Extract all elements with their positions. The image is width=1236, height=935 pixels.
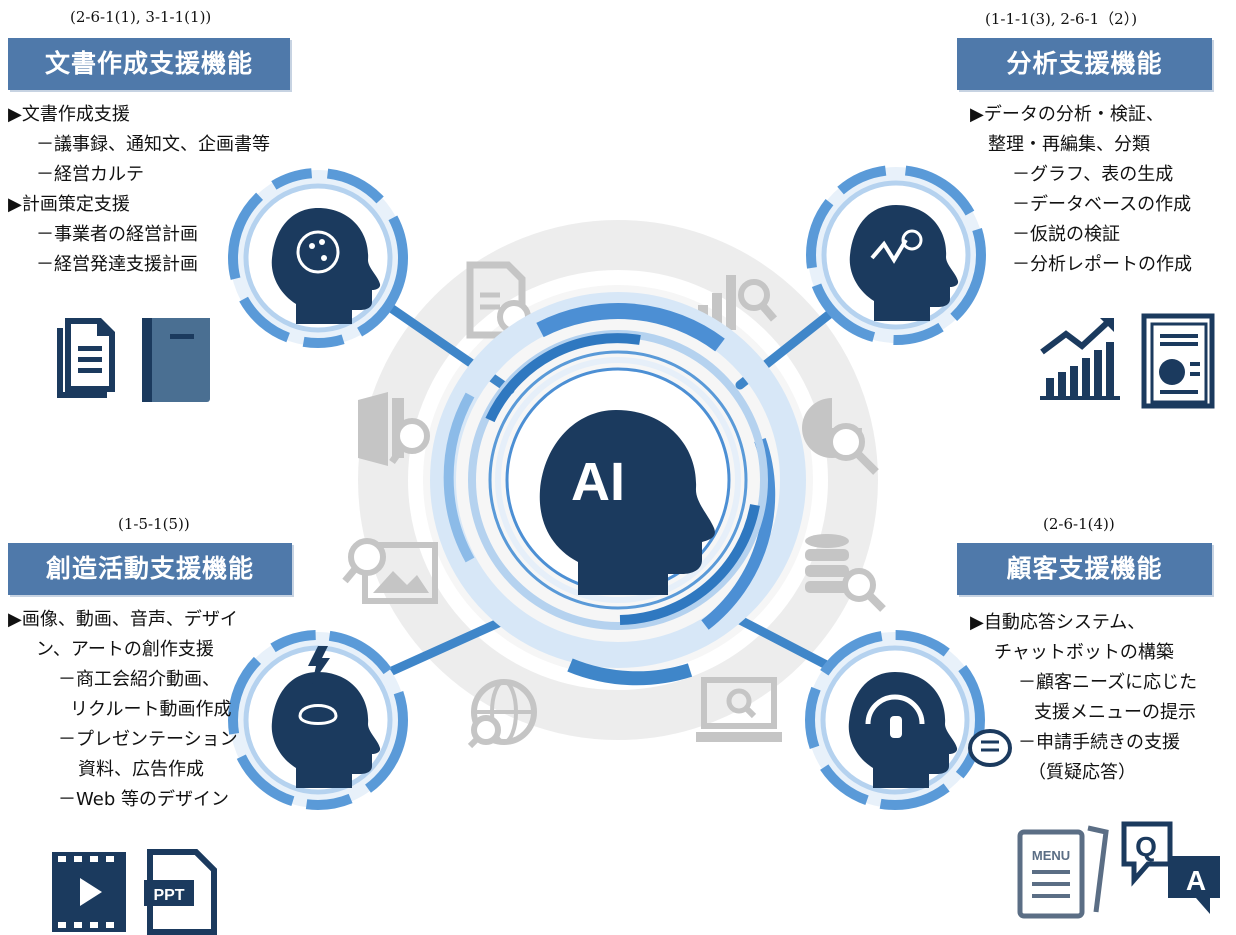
laptop-search-icon [696, 677, 782, 742]
desc-line: －経営カルテ [36, 164, 144, 185]
ref-customer: (2-6-1(4)) [1043, 515, 1115, 533]
file-search-icon [358, 392, 430, 466]
desc-line: －仮説の検証 [1012, 224, 1120, 245]
desc-line: －Web 等のデザイン [58, 789, 229, 810]
desc-line: －申請手続きの支援 [1018, 732, 1180, 753]
menu-label: MENU [1032, 848, 1070, 863]
center-ai-label: AI [571, 452, 625, 512]
desc-line: 資料、広告作成 [78, 759, 204, 780]
growth-chart-icon [1040, 318, 1120, 400]
function-circle-2 [806, 165, 986, 345]
desc-line: －データベースの作成 [1012, 194, 1192, 215]
function-circle-1 [228, 168, 408, 348]
desc-line: －分析レポートの作成 [1012, 254, 1192, 275]
qa-a-label: A [1186, 865, 1206, 896]
desc-line: －プレゼンテーション [58, 729, 238, 750]
title-customer: 顧客支援機能 [957, 543, 1212, 595]
desc-line: ▶データの分析・検証、 [970, 104, 1164, 125]
thinking-head-icon [271, 208, 381, 324]
ref-analysis: (1-1-1(3), 2-6-1（2）) [985, 10, 1138, 28]
desc-line: 支援メニューの提示 [1034, 702, 1196, 723]
title-analysis: 分析支援機能 [957, 38, 1212, 90]
desc-line: （質疑応答） [1028, 762, 1136, 783]
ref-creative: (1-5-1(5)) [118, 515, 190, 533]
database-search-icon [805, 534, 886, 612]
function-circle-3 [228, 630, 408, 810]
desc-document-creation: ▶文書作成支援 －議事録、通知文、企画書等 －経営カルテ ▶計画策定支援 －事業… [8, 100, 270, 280]
desc-line: －経営発達支援計画 [36, 254, 198, 275]
desc-line: －グラフ、表の生成 [1012, 164, 1174, 185]
headset-icon [865, 694, 925, 725]
ppt-label: PPT [153, 887, 184, 904]
desc-line: －商工会紹介動画、 [58, 669, 220, 690]
desc-customer: ▶自動応答システム、 チャットボットの構築 －顧客ニーズに応じた 支援メニューの… [970, 608, 1197, 788]
qa-q-label: Q [1135, 831, 1157, 862]
desc-line: 整理・再編集、分類 [988, 134, 1150, 155]
creative-head-icon [271, 672, 381, 788]
menu-icon: MENU [1017, 825, 1109, 919]
desc-line: －事業者の経営計画 [36, 224, 198, 245]
function-circle-4 [805, 630, 1012, 810]
title-creative: 創造活動支援機能 [8, 543, 292, 595]
desc-line: リクルート動画作成 [70, 699, 232, 720]
globe-search-icon [467, 679, 537, 749]
desc-line: ン、アートの創作支援 [36, 639, 214, 660]
ai-head-icon [539, 410, 715, 595]
desc-line: －議事録、通知文、企画書等 [36, 134, 270, 155]
ppt-file-icon: PPT [144, 849, 217, 935]
video-icon [52, 852, 126, 932]
desc-line: チャットボットの構築 [994, 642, 1174, 663]
desc-line: ▶自動応答システム、 [970, 612, 1146, 633]
qa-chat-icon: Q A [1121, 821, 1220, 914]
lightning-icon [308, 646, 330, 684]
desc-line: ▶画像、動画、音声、デザイ [8, 609, 238, 630]
speech-bubble-icon [968, 729, 1012, 767]
document-icon [57, 318, 115, 398]
book-icon [142, 318, 210, 402]
title-document-creation: 文書作成支援機能 [8, 38, 290, 90]
support-head-icon [848, 672, 958, 788]
image-search-icon [342, 538, 438, 604]
analysis-head-icon [849, 205, 959, 321]
report-icon [1141, 313, 1215, 409]
desc-line: ▶文書作成支援 [8, 104, 130, 125]
pie-search-icon [802, 398, 879, 475]
desc-line: ▶計画策定支援 [8, 194, 130, 215]
desc-creative: ▶画像、動画、音声、デザイ ン、アートの創作支援 －商工会紹介動画、 リクルート… [8, 605, 238, 815]
desc-line: －顧客ニーズに応じた [1018, 672, 1198, 693]
ref-document-creation: (2-6-1(1), 3-1-1(1)) [70, 8, 212, 26]
desc-analysis: ▶データの分析・検証、 整理・再編集、分類 －グラフ、表の生成 －データベースの… [970, 100, 1192, 280]
